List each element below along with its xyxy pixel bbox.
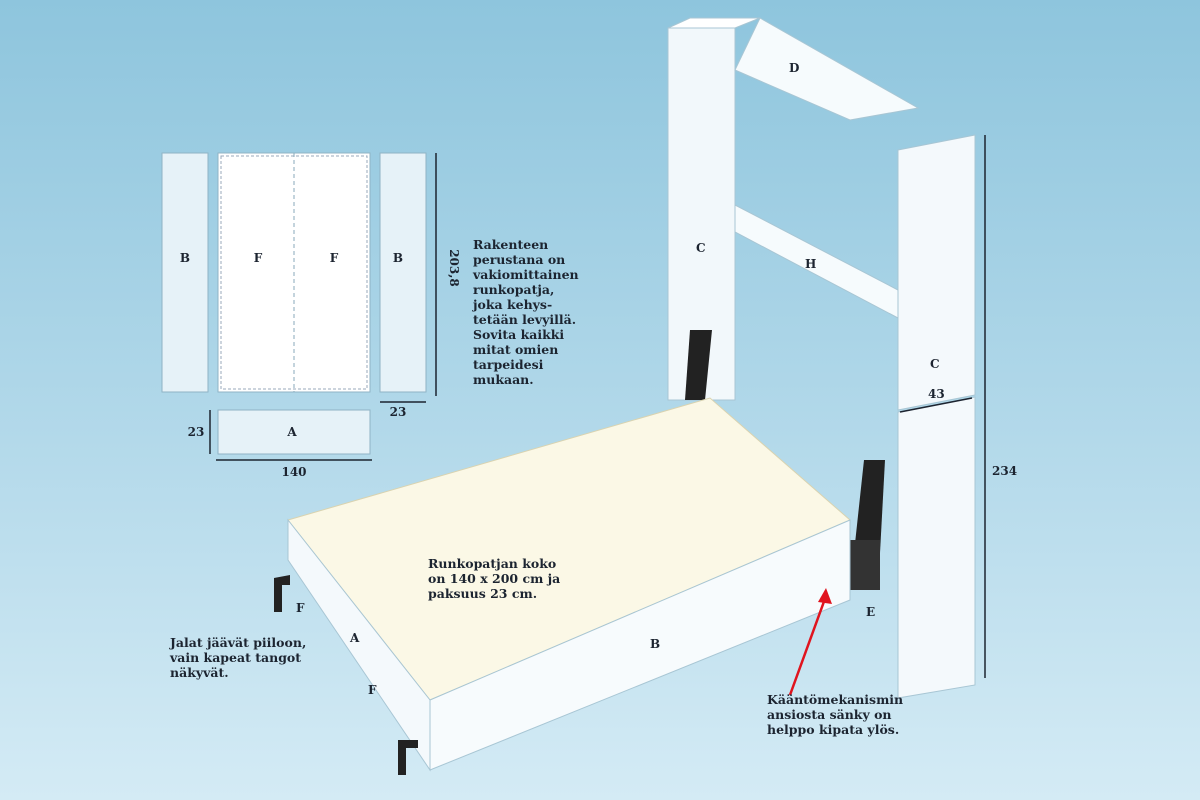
label-b: B	[650, 637, 660, 651]
label-c: C	[696, 241, 706, 255]
panel-b-left	[161, 152, 209, 393]
panel-a	[217, 409, 371, 455]
label-d: D	[789, 61, 799, 75]
panel-d	[734, 17, 920, 121]
note-mechanism: Kääntömekanismin ansiosta sänky on helpp…	[767, 692, 904, 737]
dim-a-width: 140	[281, 465, 306, 479]
note-construction: Rakenteen perustana on vakiomittainen ru…	[473, 237, 579, 387]
bed: B A F F	[274, 397, 851, 775]
label-b: B	[180, 251, 190, 265]
label-a: A	[349, 631, 360, 645]
label-e: E	[866, 605, 875, 619]
plan-view: B F F B A 203,8 23 23 140	[161, 152, 461, 479]
pointer-arrow	[788, 595, 828, 696]
note-legs: Jalat jäävät piiloon, vain kapeat tangot…	[170, 635, 307, 680]
label-h: H	[805, 257, 816, 271]
label-f: F	[254, 251, 263, 265]
label-f: F	[330, 251, 339, 265]
panel-h	[734, 204, 899, 319]
label-b: B	[393, 251, 403, 265]
dim-height: 203,8	[447, 249, 461, 287]
label-f: F	[296, 601, 305, 615]
dim-height-234: 234	[992, 464, 1017, 478]
dim-a-height: 23	[188, 425, 205, 439]
dim-side-width: 23	[390, 405, 407, 419]
panel-b-right	[379, 152, 427, 393]
wall-frame: D C H C 43 234 E	[667, 17, 1017, 699]
note-mattress: Runkopatjan koko on 140 x 200 cm ja paks…	[428, 556, 561, 601]
label-a: A	[286, 425, 297, 439]
arrow-head-icon	[818, 588, 832, 604]
label-f: F	[368, 683, 377, 697]
label-c: C	[930, 357, 940, 371]
dim-depth: 43	[928, 387, 945, 401]
